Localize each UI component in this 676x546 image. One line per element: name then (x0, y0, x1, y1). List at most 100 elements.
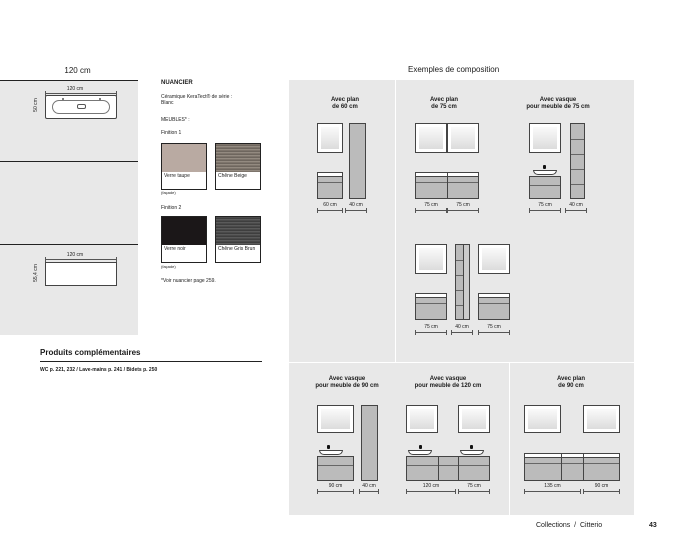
dimension-line (458, 489, 490, 494)
mirror (524, 405, 561, 433)
divider-line (0, 80, 138, 81)
produits-title: Produits complémentaires (40, 348, 141, 357)
dimension-line (415, 208, 447, 213)
meubles-label: MEUBLES* : (161, 117, 190, 123)
ceramic-label: Céramique KeraTect® de série : (161, 94, 233, 100)
swatch-verre-taupe: Verre taupe (161, 143, 207, 190)
panel-divider (395, 80, 396, 362)
nuancier-title: NUANCIER (161, 80, 193, 86)
finition-1-label: Finition 1 (161, 130, 182, 136)
dimension-label: 60 cm (323, 202, 337, 208)
dimension-label: 75 cm (467, 483, 481, 489)
elevation-width-dimension (45, 257, 117, 262)
mirror (317, 123, 343, 153)
dimension-label: 90 cm (594, 483, 609, 489)
tap-icon (419, 445, 422, 449)
unit-divider (458, 456, 459, 481)
washbasin-elevation-view (45, 262, 117, 286)
dimension-line (415, 330, 447, 335)
divider-line (0, 244, 138, 245)
dimension-label: 40 cm (362, 483, 376, 489)
top-dimension-label: 120 cm (64, 66, 91, 75)
dimension-label: 40 cm (455, 324, 469, 330)
dimension-line (345, 208, 367, 213)
divider-line (0, 161, 138, 162)
unit-divider (447, 172, 448, 199)
swatch-label: Chêne Gris Brun (218, 246, 256, 252)
swatch-color (162, 144, 206, 172)
dimension-line (478, 330, 510, 335)
washbasin (533, 170, 557, 175)
dimension-line (317, 208, 343, 213)
ceramic-color: Blanc (161, 100, 174, 106)
dimension-line (524, 489, 581, 494)
composition-5-title: Avec vasque pour meuble de 90 cm (315, 376, 379, 389)
dimension-line (529, 208, 561, 213)
unit-divider (438, 456, 439, 481)
finition-2-label: Finition 2 (161, 205, 182, 211)
drain (77, 104, 86, 109)
mirror (317, 405, 354, 433)
mirror (458, 405, 490, 433)
produits-text: WC p. 221, 232 / Lave-mains p. 241 / Bid… (40, 367, 158, 373)
swatch-color (216, 144, 260, 172)
dimension-label: 135 cm (544, 483, 561, 489)
tap-hole (62, 98, 64, 100)
dimension-line (451, 330, 473, 335)
swatch-chene-gris-brun: Chêne Gris Brun (215, 216, 261, 263)
elevation-width-label: 120 cm (66, 252, 84, 258)
dimension-line (359, 489, 379, 494)
elevation-height-label: 55,4 cm (33, 264, 39, 282)
tap-hole (99, 98, 101, 100)
vanity-unit (529, 176, 561, 199)
panel-divider (289, 362, 634, 363)
washbasin-plan-view (45, 95, 117, 119)
dimension-label: 90 cm (328, 483, 343, 489)
dimension-label: 120 cm (422, 483, 440, 489)
dimension-line (447, 208, 479, 213)
page-number: 43 (649, 522, 657, 529)
facade-note: (façade) (161, 190, 176, 195)
dimension-line (583, 489, 620, 494)
mirror (406, 405, 438, 433)
plan-width-label: 120 cm (66, 86, 84, 92)
dimension-label: 40 cm (349, 202, 363, 208)
facade-note: (façade) (161, 264, 176, 269)
swatch-color (162, 217, 206, 245)
tall-column-shelves (570, 123, 585, 199)
plan-width-dimension (45, 91, 117, 96)
dimension-line (565, 208, 587, 213)
dimension-line (317, 489, 354, 494)
vanity-unit (406, 456, 490, 481)
composition-6-title: Avec vasque pour meuble de 120 cm (414, 376, 482, 389)
basin-outline (52, 100, 110, 114)
tap-icon (543, 165, 546, 169)
technical-drawing-panel (0, 80, 138, 335)
unit-divider (561, 453, 562, 481)
mirror (415, 244, 447, 274)
dimension-label: 75 cm (487, 324, 501, 330)
washbasin (460, 450, 484, 455)
swatch-label: Verre noir (164, 246, 186, 252)
swatch-label: Chêne Beige (218, 173, 247, 179)
mirror (447, 123, 479, 153)
nuancier-note: *Voir nuancier page 259. (161, 278, 216, 284)
vanity-unit (478, 293, 510, 320)
swatch-label: Verre taupe (164, 173, 190, 179)
tall-column (361, 405, 378, 481)
unit-divider (583, 453, 584, 481)
vanity-unit (317, 456, 354, 481)
divider-line (40, 361, 262, 362)
dimension-label: 75 cm (424, 202, 438, 208)
vanity-unit (524, 453, 620, 481)
plan-depth-label: 50 cm (33, 98, 39, 112)
mirror (529, 123, 561, 153)
washbasin (319, 450, 343, 455)
swatch-chene-beige: Chêne Beige (215, 143, 261, 190)
tap-icon (327, 445, 330, 449)
mirror (478, 244, 510, 274)
dimension-label: 75 cm (538, 202, 552, 208)
composition-2-title: Avec plan de 75 cm (429, 97, 459, 110)
dimension-label: 40 cm (569, 202, 583, 208)
washbasin (408, 450, 432, 455)
